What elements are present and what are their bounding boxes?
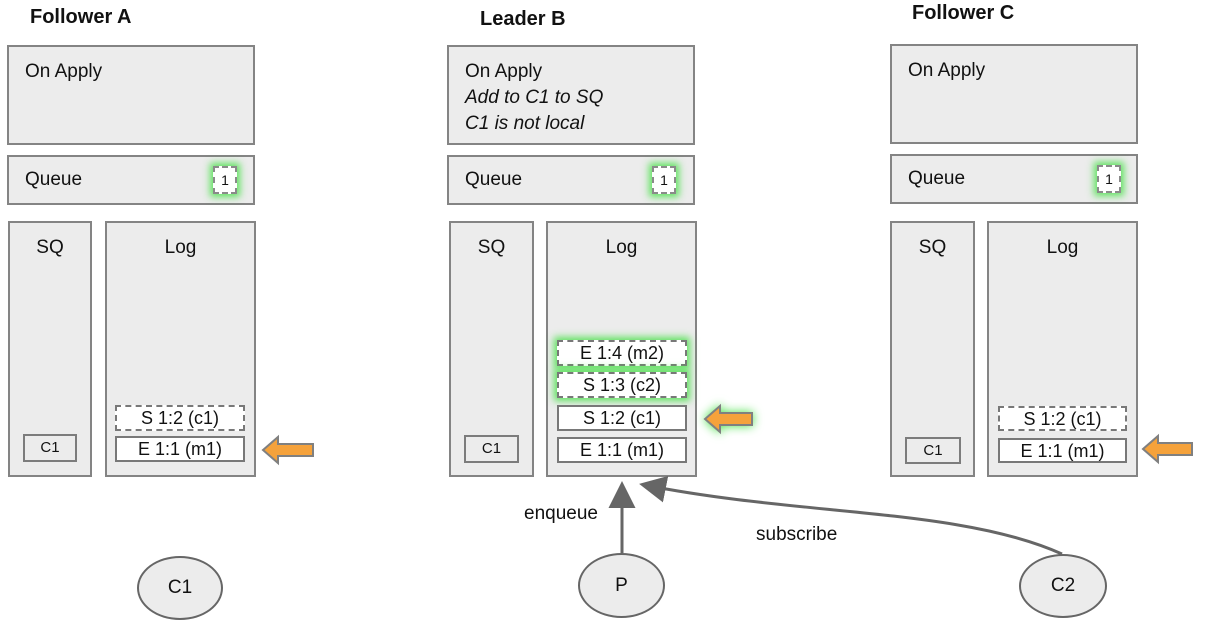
queue-label: Queue xyxy=(465,169,523,190)
subscribe-label: subscribe xyxy=(756,524,838,545)
enqueue-label: enqueue xyxy=(524,503,598,524)
sq-label: SQ xyxy=(477,237,506,258)
sq-box: SQ C1 xyxy=(890,221,975,477)
log-box: Log xyxy=(987,221,1138,477)
node-title-follower-a: Follower A xyxy=(30,6,132,28)
log-entry: E 1:4 (m2) xyxy=(557,340,687,366)
on-apply-box: On Apply xyxy=(890,44,1138,144)
queue-box: Queue 1 xyxy=(7,155,255,205)
log-entry: S 1:3 (c2) xyxy=(557,372,687,398)
pointer-arrow-follower-a xyxy=(261,434,314,466)
on-apply-note: C1 is not local xyxy=(465,113,585,134)
log-entry: E 1:1 (m1) xyxy=(998,438,1127,463)
log-entry: S 1:2 (c1) xyxy=(557,405,687,431)
sq-box: SQ C1 xyxy=(449,221,534,477)
pointer-arrow-leader-b xyxy=(703,403,753,435)
sq-item-c1: C1 xyxy=(905,437,961,464)
pointer-arrow-follower-c xyxy=(1141,433,1193,465)
log-label: Log xyxy=(164,237,197,258)
log-label: Log xyxy=(605,237,638,258)
queue-box: Queue 1 xyxy=(447,155,695,205)
queue-count-badge: 1 xyxy=(1097,165,1121,193)
queue-box: Queue 1 xyxy=(890,154,1138,204)
sq-item-c1: C1 xyxy=(464,435,519,463)
sq-label: SQ xyxy=(36,237,64,258)
on-apply-box: On Apply Add to C1 to SQ C1 is not local xyxy=(447,45,695,145)
log-entry: S 1:2 (c1) xyxy=(998,406,1127,431)
log-entry: S 1:2 (c1) xyxy=(115,405,245,431)
queue-label: Queue xyxy=(25,169,83,190)
on-apply-note: Add to C1 to SQ xyxy=(465,87,604,108)
node-title-follower-c: Follower C xyxy=(912,2,1015,24)
queue-count-badge: 1 xyxy=(213,166,237,194)
log-entry: E 1:1 (m1) xyxy=(115,436,245,462)
queue-label: Queue xyxy=(908,168,966,189)
on-apply-label: On Apply xyxy=(908,60,986,81)
sq-item-c1: C1 xyxy=(23,434,77,462)
log-entry: E 1:1 (m1) xyxy=(557,437,687,463)
sq-label: SQ xyxy=(918,237,947,258)
on-apply-label: On Apply xyxy=(465,61,543,82)
on-apply-box: On Apply xyxy=(7,45,255,145)
subscribe-arrow xyxy=(639,475,1063,556)
sq-box: SQ C1 xyxy=(8,221,92,477)
actor-circle-p: P xyxy=(578,553,665,618)
queue-count-badge: 1 xyxy=(652,166,676,194)
node-title-leader-b: Leader B xyxy=(480,8,566,30)
on-apply-label: On Apply xyxy=(25,61,103,82)
log-box: Log xyxy=(105,221,256,477)
log-label: Log xyxy=(1046,237,1079,258)
actor-circle-c1: C1 xyxy=(137,556,223,620)
actor-circle-c2: C2 xyxy=(1019,554,1107,618)
